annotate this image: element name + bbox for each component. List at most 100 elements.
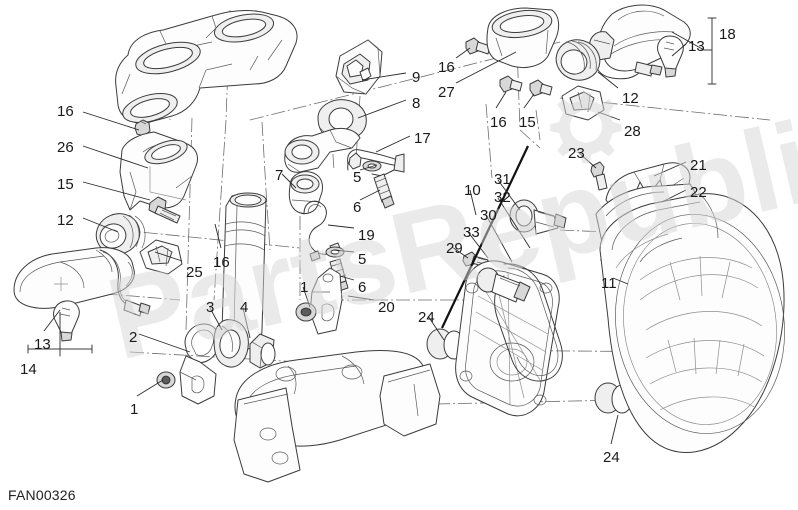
leader-line-9 (361, 72, 407, 81)
leader-line-6 (359, 189, 381, 201)
callout-number-33: 33 (463, 224, 480, 241)
callout-number-1: 1 (300, 279, 309, 296)
leader-line-6 (339, 275, 355, 281)
callout-number-15: 15 (57, 176, 74, 193)
part-5-washer-lower (325, 246, 345, 258)
leader-line-27 (455, 51, 517, 84)
part-30-headlight-reflector-frame (455, 260, 560, 417)
leader-line-1 (136, 379, 164, 397)
callout-number-30: 30 (480, 207, 497, 224)
part-12-indicator-grommet-left (95, 213, 146, 255)
callout-number-27: 27 (438, 84, 455, 101)
callout-number-15: 15 (519, 114, 536, 131)
part-3-rubber-damper (213, 319, 249, 368)
leader-line-24 (427, 315, 445, 341)
callout-number-32: 32 (494, 189, 511, 206)
part-13-bulb-right (657, 35, 684, 78)
callout-number-26: 26 (57, 139, 74, 156)
leader-line-21 (653, 161, 687, 177)
callout-number-7: 7 (275, 167, 284, 184)
callout-number-16: 16 (490, 114, 507, 131)
part-15-screw-left (148, 196, 181, 224)
part-1-nut-bottom-left (156, 371, 176, 389)
part-16-screw-mid (499, 75, 523, 93)
part-16-screw-top-right (465, 37, 491, 55)
callout-number-4: 4 (240, 299, 249, 316)
callout-number-12: 12 (57, 212, 74, 229)
leader-line-5 (333, 249, 355, 253)
callout-number-12: 12 (622, 90, 639, 107)
leader-line-30 (485, 214, 513, 263)
leader-line-26 (82, 145, 149, 169)
leader-line-12 (597, 71, 619, 89)
leader-line-28 (597, 111, 621, 121)
callout-number-16: 16 (438, 59, 455, 76)
leader-line-16 (455, 47, 471, 59)
callout-number-31: 31 (494, 171, 511, 188)
callout-number-24: 24 (603, 449, 620, 466)
diagram-caption: FAN00326 (8, 487, 76, 503)
callout-number-5: 5 (358, 251, 367, 268)
headlight-assembly (595, 183, 785, 453)
callout-number-6: 6 (358, 279, 367, 296)
leader-line-25 (154, 251, 183, 262)
callout-number-29: 29 (446, 240, 463, 257)
indicator-wire-left (99, 249, 151, 317)
leader-line-16 (82, 111, 140, 131)
callout-number-2: 2 (129, 329, 138, 346)
part-2-bracket (179, 323, 220, 405)
callout-number-16: 16 (57, 103, 74, 120)
leader-line-3 (209, 307, 223, 331)
callout-number-1: 1 (130, 401, 139, 418)
bracket-14 (27, 312, 93, 357)
leader-line-20 (347, 295, 375, 301)
callout-number-11: 11 (601, 275, 617, 292)
callout-number-14: 14 (20, 361, 37, 378)
leader-line-8 (357, 99, 407, 119)
callout-number-16: 16 (213, 254, 230, 271)
upper-triple-clamp (115, 10, 298, 124)
leader-line-12 (82, 217, 119, 233)
callout-number-19: 19 (358, 227, 375, 244)
part-32-bulb (476, 267, 531, 303)
leader-line-17 (375, 135, 411, 153)
part-23-screw (590, 161, 608, 191)
leader-line-31 (497, 179, 521, 211)
callout-number-5: 5 (353, 169, 362, 186)
part-4-spacer-bush (249, 333, 276, 369)
part-20-mounting-plate (309, 267, 343, 335)
callout-number-21: 21 (690, 157, 707, 174)
callout-number-18: 18 (719, 26, 736, 43)
leader-line-10 (469, 189, 477, 216)
part-12-indicator-grommet-right (555, 39, 601, 81)
leader-line-11 (612, 277, 629, 285)
callout-number-20: 20 (378, 299, 395, 316)
leader-line-29 (451, 246, 469, 259)
callout-number-8: 8 (412, 95, 421, 112)
leader-line-7 (281, 173, 297, 189)
leader-line-2 (138, 333, 191, 353)
part-26-indicator-bracket (119, 131, 199, 211)
part-9-switch-unit (335, 39, 383, 95)
callout-number-13: 13 (34, 336, 51, 353)
part-28-indicator-mount-right (561, 85, 605, 121)
part-27-clamp-ring (486, 7, 560, 69)
callout-number-13: 13 (688, 38, 705, 55)
leader-line-1 (302, 286, 311, 308)
bracket-18 (671, 17, 717, 85)
part-15-screw-right (529, 79, 553, 97)
part-7-rubber-bush (288, 171, 323, 215)
callout-number-24: 24 (418, 309, 435, 326)
leader-line-33 (467, 231, 489, 259)
callout-number-10: 10 (464, 182, 481, 199)
leader-line-15 (523, 93, 535, 109)
leader-line-16 (214, 223, 222, 249)
leader-line-13 (671, 43, 687, 57)
leader-line-13 (43, 309, 61, 332)
part-6-screw-upper (373, 173, 395, 209)
part-31-bulb-holder (509, 199, 567, 235)
part-30-seal-loop (494, 263, 563, 382)
part-25-indicator-mount-left (139, 239, 183, 275)
